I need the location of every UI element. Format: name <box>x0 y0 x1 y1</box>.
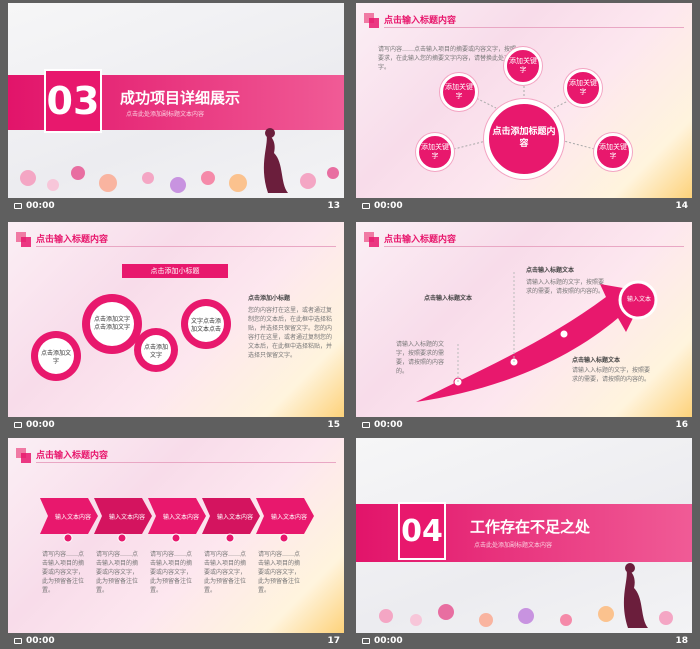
slide-number: 14 <box>675 201 688 211</box>
step-text: 请输入入标题的文字，按照要求的需要，请按照的内容的。 <box>572 367 651 383</box>
slide-18-footer: 00:00 18 <box>356 634 692 648</box>
slide-17-footer: 00:00 17 <box>8 634 344 648</box>
slide-number: 18 <box>675 636 688 646</box>
slide-14-footer: 00:00 14 <box>356 199 692 213</box>
end-label: 输入文本 <box>626 296 651 303</box>
slide-16-canvas[interactable]: 点击输入标题内容 输入文本 点击输入标题文本 点击输入标题文本 请输入入标题的文… <box>356 222 692 417</box>
slide-number: 13 <box>327 201 340 211</box>
keyword-circle: 添加关键字 <box>564 69 602 107</box>
section-subtitle: 点击此处添加副标题文本内容 <box>474 542 553 549</box>
section-number: 03 <box>44 69 102 133</box>
step-label: 点击输入标题文本 <box>572 357 621 364</box>
gears-graphic <box>31 294 231 381</box>
section-title: 成功项目详细展示 <box>120 89 241 107</box>
subtitle-pill: 点击添加小标题 <box>122 264 228 278</box>
center-circle: 点击添加标题内容 <box>484 99 564 179</box>
gear-label: 点击添加文字 <box>40 350 71 365</box>
slide-17[interactable]: 点击输入标题内容 输入文本内容 输入文本内容 输入文本内容 输入文本内容 输入文… <box>8 438 344 648</box>
floral-decoration <box>20 128 339 193</box>
gear-label: 文字点击添加文本点击 <box>190 318 221 333</box>
slide-18-canvas[interactable]: 04 工作存在不足之处 点击此处添加副标题文本内容 <box>356 438 692 633</box>
step-text: 请写内容……点击输入项目的摘要或内容文字，此为预留备注位置。 <box>96 551 139 594</box>
body-text: 请写内容……点击输入项目的摘要或内容文字，按照要求，在此输入您的摘要文字内容，请… <box>378 46 517 71</box>
step-text: 请写内容……点击输入项目的摘要或内容文字，此为预留备注位置。 <box>204 551 247 594</box>
slide-15[interactable]: 点击输入标题内容 点击添加小标题 点击添加文字点击添加文字 点击添加文字 点击添… <box>8 222 344 432</box>
slide-17-canvas[interactable]: 点击输入标题内容 输入文本内容 输入文本内容 输入文本内容 输入文本内容 输入文… <box>8 438 344 633</box>
right-title: 点击添加小标题 <box>248 295 291 302</box>
slide-number: 16 <box>675 420 688 430</box>
slide-header: 点击输入标题内容 <box>36 451 109 461</box>
step-text: 请写内容……点击输入项目的摘要或内容文字，此为预留备注位置。 <box>42 551 85 594</box>
slide-14-canvas[interactable]: 点击输入标题内容 请写内容……点击输入项目的摘要或内容文字，按照要求，在此输入您… <box>356 3 692 198</box>
step-label: 点击输入标题文本 <box>424 295 473 302</box>
keyword-circle: 添加关键字 <box>416 133 454 171</box>
slide-13-canvas[interactable]: 03 成功项目详细展示 点击此处添加副标题文本内容 <box>8 3 344 198</box>
step-text: 请写内容……点击输入项目的摘要或内容文字，此为预留备注位置。 <box>150 551 193 594</box>
slide-header: 点击输入标题内容 <box>384 235 457 245</box>
gear-label: 点击添加文字 <box>144 344 169 359</box>
slide-number: 17 <box>327 636 340 646</box>
slide-13[interactable]: 03 成功项目详细展示 点击此处添加副标题文本内容 00:00 13 <box>8 3 344 213</box>
step-label: 输入文本内容 <box>270 514 307 521</box>
slide-header: 点击输入标题内容 <box>384 16 457 26</box>
floral-decoration <box>379 563 673 628</box>
slide-14[interactable]: 点击输入标题内容 请写内容……点击输入项目的摘要或内容文字，按照要求，在此输入您… <box>356 3 692 213</box>
slide-15-footer: 00:00 15 <box>8 418 344 432</box>
step-text: 请写内容……点击输入项目的摘要或内容文字，此为预留备注位置。 <box>258 551 301 594</box>
slide-header: 点击输入标题内容 <box>36 235 109 245</box>
right-text: 您的内容打在这里，或者通过复制您的文本后，在此框中选择粘贴，并选择只保留文字。您… <box>248 307 333 359</box>
section-subtitle: 点击此处添加副标题文本内容 <box>126 111 205 118</box>
section-title: 工作存在不足之处 <box>470 518 591 536</box>
section-number: 04 <box>398 502 446 560</box>
step-label: 输入文本内容 <box>216 514 253 521</box>
step-label: 输入文本内容 <box>108 514 145 521</box>
slide-16[interactable]: 点击输入标题内容 输入文本 点击输入标题文本 点击输入标题文本 请输入入标题的文… <box>356 222 692 432</box>
keyword-circle: 添加关键字 <box>504 47 542 85</box>
slide-13-footer: 00:00 13 <box>8 199 344 213</box>
step-text: 请输入入标题的文字，按照要求的需要，请按照的内容的。 <box>526 279 605 295</box>
step-label: 输入文本内容 <box>162 514 199 521</box>
slide-number: 15 <box>327 420 340 430</box>
keyword-circle: 添加关键字 <box>440 73 478 111</box>
step-label: 点击输入标题文本 <box>526 267 575 274</box>
step-label: 输入文本内容 <box>54 514 91 521</box>
step-text: 请输入入标题的文字，按照要求的需要，请按照的内容的。 <box>396 341 445 375</box>
slide-15-canvas[interactable]: 点击输入标题内容 点击添加小标题 点击添加文字点击添加文字 点击添加文字 点击添… <box>8 222 344 417</box>
slide-16-footer: 00:00 16 <box>356 418 692 432</box>
slide-18[interactable]: 04 工作存在不足之处 点击此处添加副标题文本内容 00:00 18 <box>356 438 692 648</box>
gear-label: 点击添加文字点击添加文字 <box>93 316 130 331</box>
growth-arrow <box>416 272 658 402</box>
keyword-circle: 添加关键字 <box>594 133 632 171</box>
chevron-steps <box>40 498 314 543</box>
